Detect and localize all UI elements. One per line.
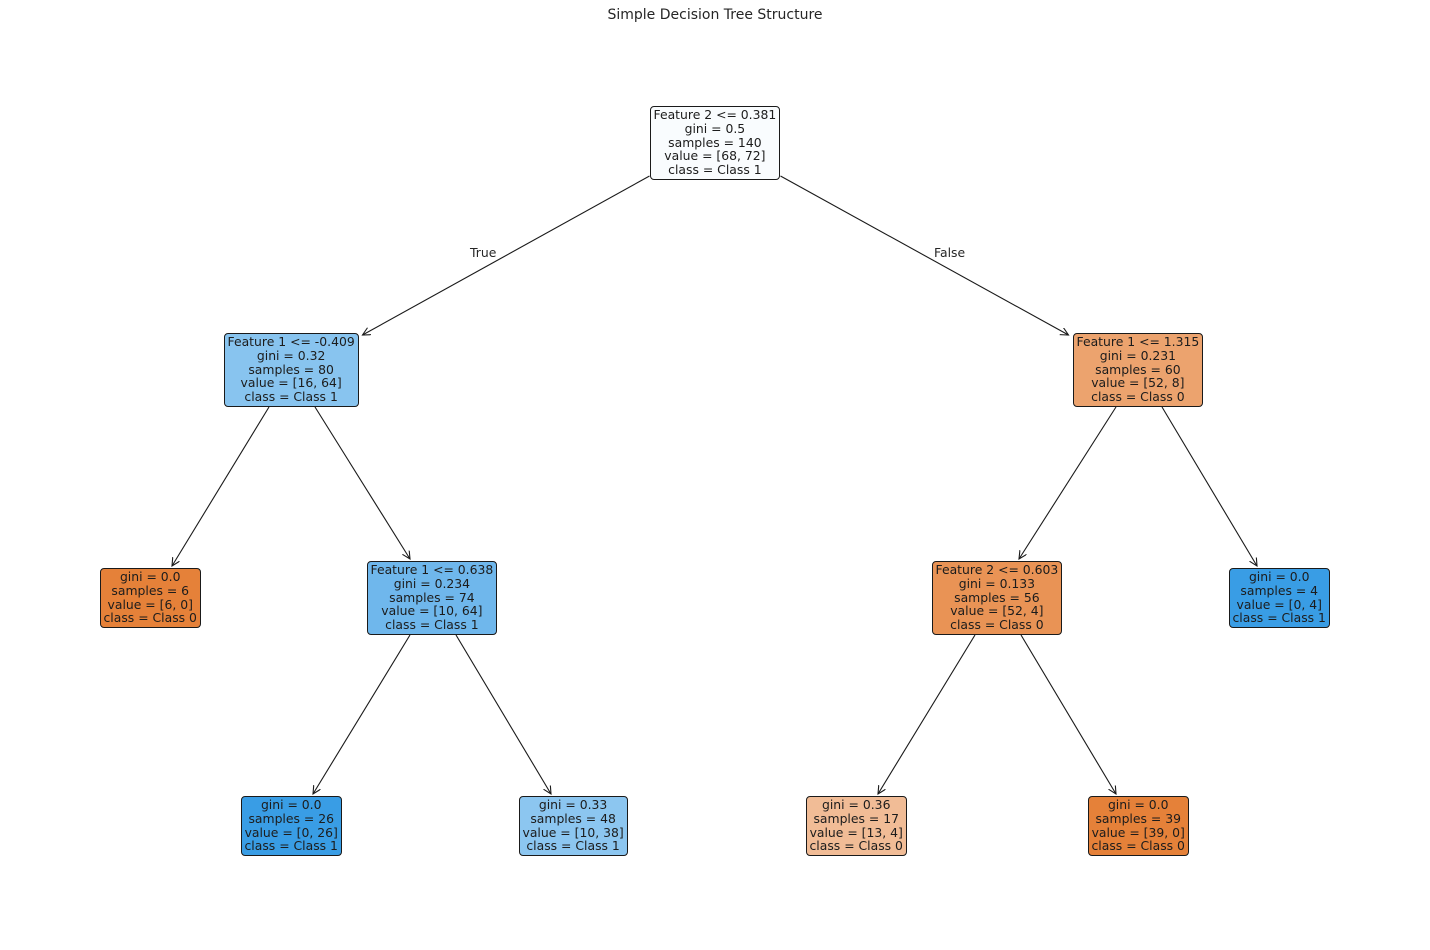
node-text-line: samples = 4 [1240, 582, 1319, 598]
node-text-line: Feature 2 <= 0.603 [935, 562, 1059, 577]
node-text-line: value = [68, 72] [664, 148, 766, 164]
node-text-line: value = [52, 8] [1091, 375, 1185, 391]
node-text-line: samples = 60 [1095, 361, 1181, 377]
node-text-line: class = Class 0 [1091, 389, 1185, 405]
node-text-line: value = [10, 38] [522, 824, 624, 840]
node-text-line: samples = 17 [813, 810, 899, 826]
node-text-line: Feature 2 <= 0.381 [653, 107, 777, 122]
diagram-title: Simple Decision Tree Structure [607, 7, 823, 23]
node-text-line: gini = 0.33 [538, 797, 608, 812]
node-text-line: class = Class 1 [385, 617, 479, 633]
node-text-line: gini = 0.234 [393, 575, 471, 591]
node-text-line: value = [0, 26] [244, 824, 338, 840]
node-text-line: class = Class 1 [1232, 610, 1326, 626]
node-text-line: class = Class 0 [950, 617, 1044, 633]
node-text-line: class = Class 1 [526, 838, 620, 854]
tree-edge-n3-n4 [313, 634, 411, 794]
node-text-line: value = [39, 0] [1091, 824, 1185, 840]
node-text-line: samples = 80 [248, 361, 334, 377]
tree-edge-n7-n9 [1020, 634, 1116, 794]
node-text-line: gini = 0.36 [822, 797, 891, 812]
node-text-line: value = [52, 4] [950, 603, 1044, 619]
node-text-line: value = [10, 64] [381, 603, 483, 619]
node-text-line: samples = 26 [248, 810, 334, 826]
tree-edge-n1-n2 [172, 406, 270, 566]
node-text-line: samples = 56 [954, 589, 1040, 605]
node-text-line: gini = 0.133 [958, 575, 1036, 591]
node-text-line: samples = 6 [111, 582, 190, 598]
node-text-line: Feature 1 <= -0.409 [227, 334, 355, 349]
node-text-line: value = [16, 64] [240, 375, 342, 391]
node-text-line: class = Class 0 [1091, 838, 1185, 854]
edge-label-false: False [934, 245, 966, 260]
node-text-line: class = Class 1 [244, 838, 338, 854]
node-text-line: value = [6, 0] [107, 596, 193, 612]
node-text-line: gini = 0.0 [119, 569, 181, 584]
tree-edge-n0-n6 [780, 175, 1069, 335]
node-text-line: class = Class 1 [668, 162, 762, 178]
node-text-line: gini = 0.0 [260, 797, 322, 812]
node-text-line: samples = 39 [1095, 810, 1181, 826]
node-text-line: gini = 0.5 [684, 120, 746, 136]
node-text-line: gini = 0.231 [1099, 347, 1177, 363]
node-text-line: value = [0, 4] [1236, 596, 1322, 612]
tree-edge-n1-n3 [314, 406, 410, 559]
node-text-line: samples = 74 [389, 589, 475, 605]
node-text-line: class = Class 0 [809, 838, 903, 854]
edge-label-true: True [470, 245, 497, 260]
tree-edge-n0-n1 [363, 175, 650, 335]
tree-edge-n6-n7 [1019, 406, 1117, 559]
tree-edge-n7-n8 [878, 634, 976, 794]
node-text-line: Feature 1 <= 0.638 [370, 562, 494, 577]
node-text-line: gini = 0.0 [1107, 797, 1169, 812]
node-text-line: class = Class 1 [244, 389, 338, 405]
node-text-line: Feature 1 <= 1.315 [1076, 334, 1200, 349]
node-text-line: samples = 48 [530, 810, 616, 826]
node-text-line: gini = 0.0 [1248, 569, 1310, 584]
node-text-line: class = Class 0 [103, 610, 197, 626]
node-text-line: samples = 140 [668, 134, 762, 150]
node-text-line: gini = 0.32 [256, 347, 326, 363]
node-text-line: value = [13, 4] [809, 824, 903, 840]
tree-edge-n6-n10 [1161, 406, 1257, 566]
tree-edge-n3-n5 [455, 634, 551, 794]
